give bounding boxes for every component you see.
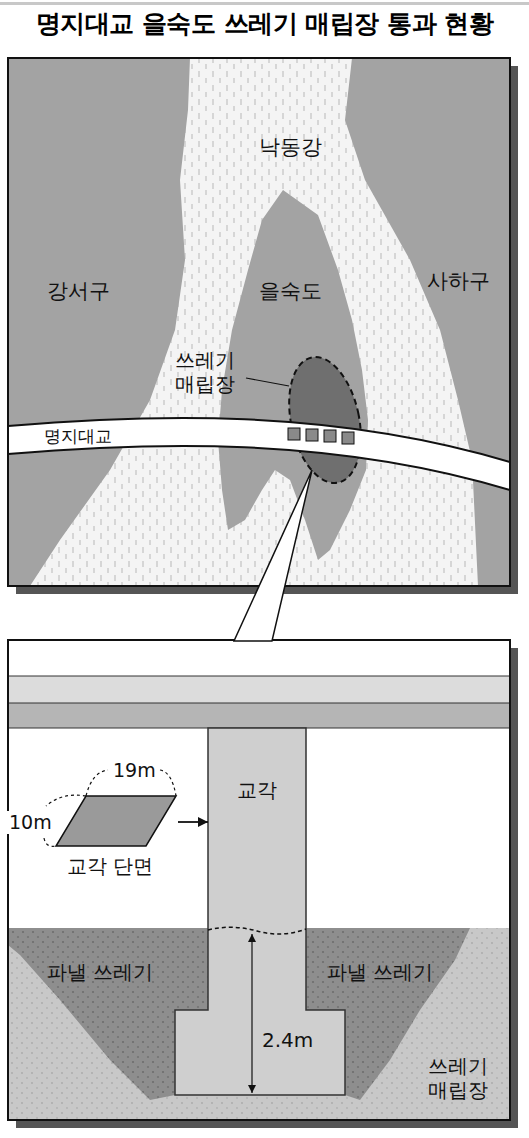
- area-label: 파낼 쓰레기: [327, 960, 433, 984]
- dimension-label: 19m: [111, 759, 158, 782]
- node-text: 교각 단면: [42, 854, 178, 878]
- river-name: 낙동강: [259, 135, 322, 160]
- dimension-label: 2.4m: [262, 1028, 313, 1052]
- node-text: 교각: [208, 778, 306, 802]
- pier-mark: [306, 429, 318, 441]
- dimension-label: 10m: [7, 811, 54, 834]
- area-label: 쓰레기 매립장: [422, 1054, 494, 1102]
- pier-mark: [288, 428, 300, 440]
- panel-border: [8, 58, 510, 586]
- panel-border: [8, 640, 510, 1120]
- bridge-name: 명지대교: [44, 426, 112, 446]
- landfill-area: [278, 350, 371, 489]
- dimension-arc: [46, 795, 86, 806]
- area-label: 파낼 쓰레기: [47, 960, 153, 984]
- river: [30, 58, 478, 586]
- bridge-girder: [9, 703, 509, 728]
- pointer-arrow: [178, 821, 208, 823]
- parallelogram: [56, 796, 176, 846]
- pier-outline: [175, 728, 345, 1095]
- ground-level-line: [208, 927, 306, 934]
- top-rule: [0, 2, 529, 5]
- title: 명지대교 을숙도 쓰레기 매립장 통과 현황: [0, 8, 529, 40]
- deck-line: [9, 703, 509, 704]
- panel: [8, 640, 510, 1120]
- island: [218, 190, 368, 560]
- dimension-arc: [160, 770, 176, 796]
- district-name: 사하구: [427, 269, 490, 294]
- bridge-deck: [9, 676, 509, 703]
- cross-section-shape: [42, 792, 178, 850]
- area-label: 쓰레기 매립장: [169, 348, 241, 396]
- land: [8, 58, 510, 586]
- bridge-pier: 교각: [208, 728, 306, 1010]
- bridge: [8, 418, 510, 490]
- dimension-arc: [86, 770, 108, 796]
- island-name: 을숙도: [259, 279, 322, 304]
- pier-mark: [324, 430, 336, 442]
- district-name: 강서구: [47, 279, 110, 304]
- leader-line: [246, 378, 289, 386]
- dimension-arc: [44, 838, 56, 846]
- zoom-wedge: [234, 470, 312, 641]
- pier-mark: [342, 432, 354, 444]
- dimension-line: [251, 934, 252, 1093]
- deck-line: [9, 676, 509, 677]
- pier-cross-section: 교각 단면: [42, 792, 178, 882]
